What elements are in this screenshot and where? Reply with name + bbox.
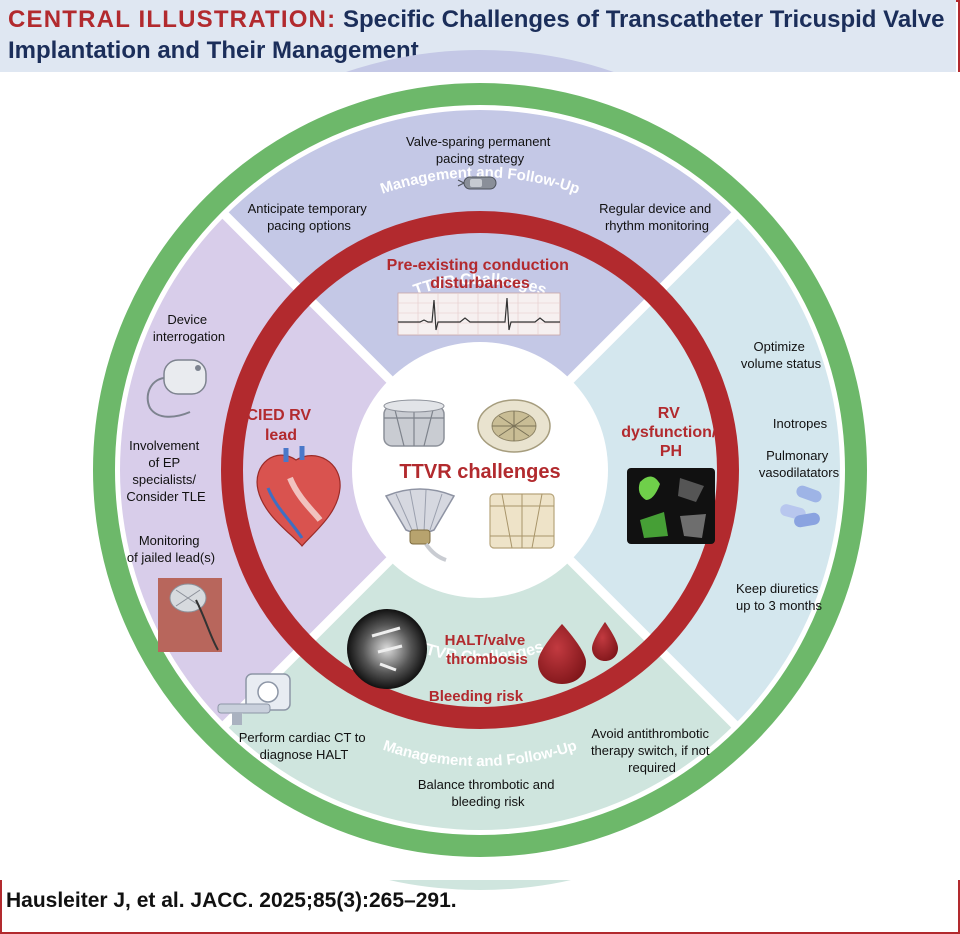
citation: Hausleiter J, et al. JACC. 2025;85(3):26… (6, 889, 457, 912)
right-challenge-line-3: PH (660, 443, 682, 460)
bottom-mgmt-cardiac-ct-line-2: diagnose HALT (260, 747, 349, 762)
leadless-pacemaker-icon (457, 176, 497, 190)
bottom-mgmt-cardiac-ct: Perform cardiac CT to diagnose HALT (239, 730, 370, 762)
right-mgmt-inotropes: Inotropes (773, 416, 828, 431)
right-mgmt-vasodilatators-line-2: vasodilatators (759, 465, 840, 480)
top-mgmt-device-monitoring-line-2: rhythm monitoring (605, 218, 709, 233)
right-mgmt-vasodilatators-line-1: Pulmonary (766, 448, 829, 463)
right-mgmt-diuretics-line-1: Keep diuretics (736, 581, 819, 596)
left-mgmt-jailed-lead-line-2: of jailed lead(s) (127, 550, 215, 565)
bottom-challenge-halt-line-2: thrombosis (446, 651, 528, 668)
top-mgmt-temporary-pacing-line-1: Anticipate temporary (248, 201, 368, 216)
left-mgmt-device-interrogation-line-2: interrogation (153, 329, 225, 344)
blood-drops-icon (538, 622, 618, 684)
left-mgmt-ep-specialists: Involvement of EP specialists/ Consider … (126, 438, 206, 504)
figure-title: CENTRAL ILLUSTRATION: Specific Challenge… (8, 4, 948, 66)
valve-image-3 (384, 488, 456, 562)
sector-bottom (183, 470, 777, 891)
left-mgmt-ep-specialists-line-1: Involvement (129, 438, 199, 453)
sector-top (183, 49, 777, 471)
inner-ring (221, 211, 739, 729)
top-mgmt-device-monitoring: Regular device and rhythm monitoring (599, 201, 715, 233)
left-challenge-label: CIED RV lead (246, 407, 315, 444)
outer-ring (93, 83, 867, 857)
bottom-mgmt-balance-risk: Balance thrombotic and bleeding risk (418, 777, 558, 809)
bottom-mgmt-antithrombotic-line-1: Avoid antithrombotic (591, 726, 709, 741)
right-challenge-line-2: dysfunction/ (621, 424, 717, 441)
right-mgmt-vasodilatators: Pulmonary vasodilatators (759, 448, 840, 480)
center-label: TTVR challenges (399, 461, 560, 483)
outside-mask (0, 72, 960, 880)
bottom-mgmt-cardiac-ct-line-1: Perform cardiac CT to (239, 730, 366, 745)
bottom-mgmt-antithrombotic-line-3: required (628, 760, 676, 775)
right-mgmt-volume: Optimize volume status (741, 339, 822, 371)
top-challenge-line-1: Pre-existing conduction (387, 257, 569, 274)
ct-scanner-icon (217, 673, 291, 725)
heart-illustration (256, 446, 341, 547)
right-mgmt-diuretics: Keep diuretics up to 3 months (736, 581, 823, 613)
bottom-mgmt-balance-risk-line-1: Balance thrombotic and (418, 777, 555, 792)
bottom-mgmt-antithrombotic: Avoid antithrombotic therapy switch, if … (591, 726, 713, 775)
bottom-challenge-halt: HALT/valve thrombosis (445, 632, 530, 668)
bottom-challenge-bleeding: Bleeding risk (429, 688, 524, 705)
left-mgmt-ep-specialists-line-3: specialists/ (132, 472, 196, 487)
top-mgmt-device-monitoring-line-1: Regular device and (599, 201, 711, 216)
top-challenge-line-2: disturbances (430, 275, 530, 292)
title-main: Specific Challenges of Transcatheter Tri… (8, 6, 945, 64)
left-mgmt-jailed-lead-line-1: Monitoring (139, 533, 200, 548)
left-mgmt-device-interrogation: Device interrogation (153, 312, 225, 344)
valve-image-4 (489, 493, 555, 549)
title-label: CENTRAL ILLUSTRATION: (8, 6, 337, 33)
right-mgmt-volume-line-1: Optimize (754, 339, 805, 354)
ecg-strip (397, 292, 561, 336)
right-mgmt-volume-line-2: volume status (741, 356, 822, 371)
left-challenge-line-2: lead (265, 427, 297, 444)
right-mgmt-diuretics-line-2: up to 3 months (736, 598, 822, 613)
left-mgmt-jailed-lead: Monitoring of jailed lead(s) (127, 533, 215, 565)
valve-image-2 (477, 399, 551, 453)
top-mgmt-temporary-pacing: Anticipate temporary pacing options (248, 201, 371, 233)
pills-icon (780, 485, 822, 528)
right-challenge-line-1: RV (658, 405, 680, 422)
top-mgmt-temporary-pacing-line-2: pacing options (267, 218, 351, 233)
bottom-challenge-halt-line-1: HALT/valve (445, 632, 526, 649)
left-challenge-line-1: CIED RV (246, 407, 311, 424)
right-challenge-label: RV dysfunction/ PH (621, 405, 721, 460)
top-mgmt-pacing-strategy: Valve-sparing permanent pacing strategy (406, 134, 554, 166)
left-mgmt-ep-specialists-line-4: Consider TLE (126, 489, 206, 504)
pacemaker-device-icon (146, 359, 207, 418)
bottom-mgmt-balance-risk-line-2: bleeding risk (452, 794, 525, 809)
bottom-mgmt-antithrombotic-line-2: therapy switch, if not (591, 743, 710, 758)
left-mgmt-device-interrogation-line-1: Device (167, 312, 207, 327)
left-mgmt-ep-specialists-line-2: of EP (148, 455, 180, 470)
ct-scan-image (347, 609, 427, 689)
top-challenge-label: Pre-existing conduction disturbances (387, 257, 574, 292)
jailed-lead-image (158, 578, 222, 652)
valve-image-1 (383, 399, 445, 447)
echo-images (627, 468, 715, 544)
top-mgmt-pacing-strategy-line-1: Valve-sparing permanent (406, 134, 551, 149)
top-mgmt-pacing-strategy-line-2: pacing strategy (436, 151, 525, 166)
